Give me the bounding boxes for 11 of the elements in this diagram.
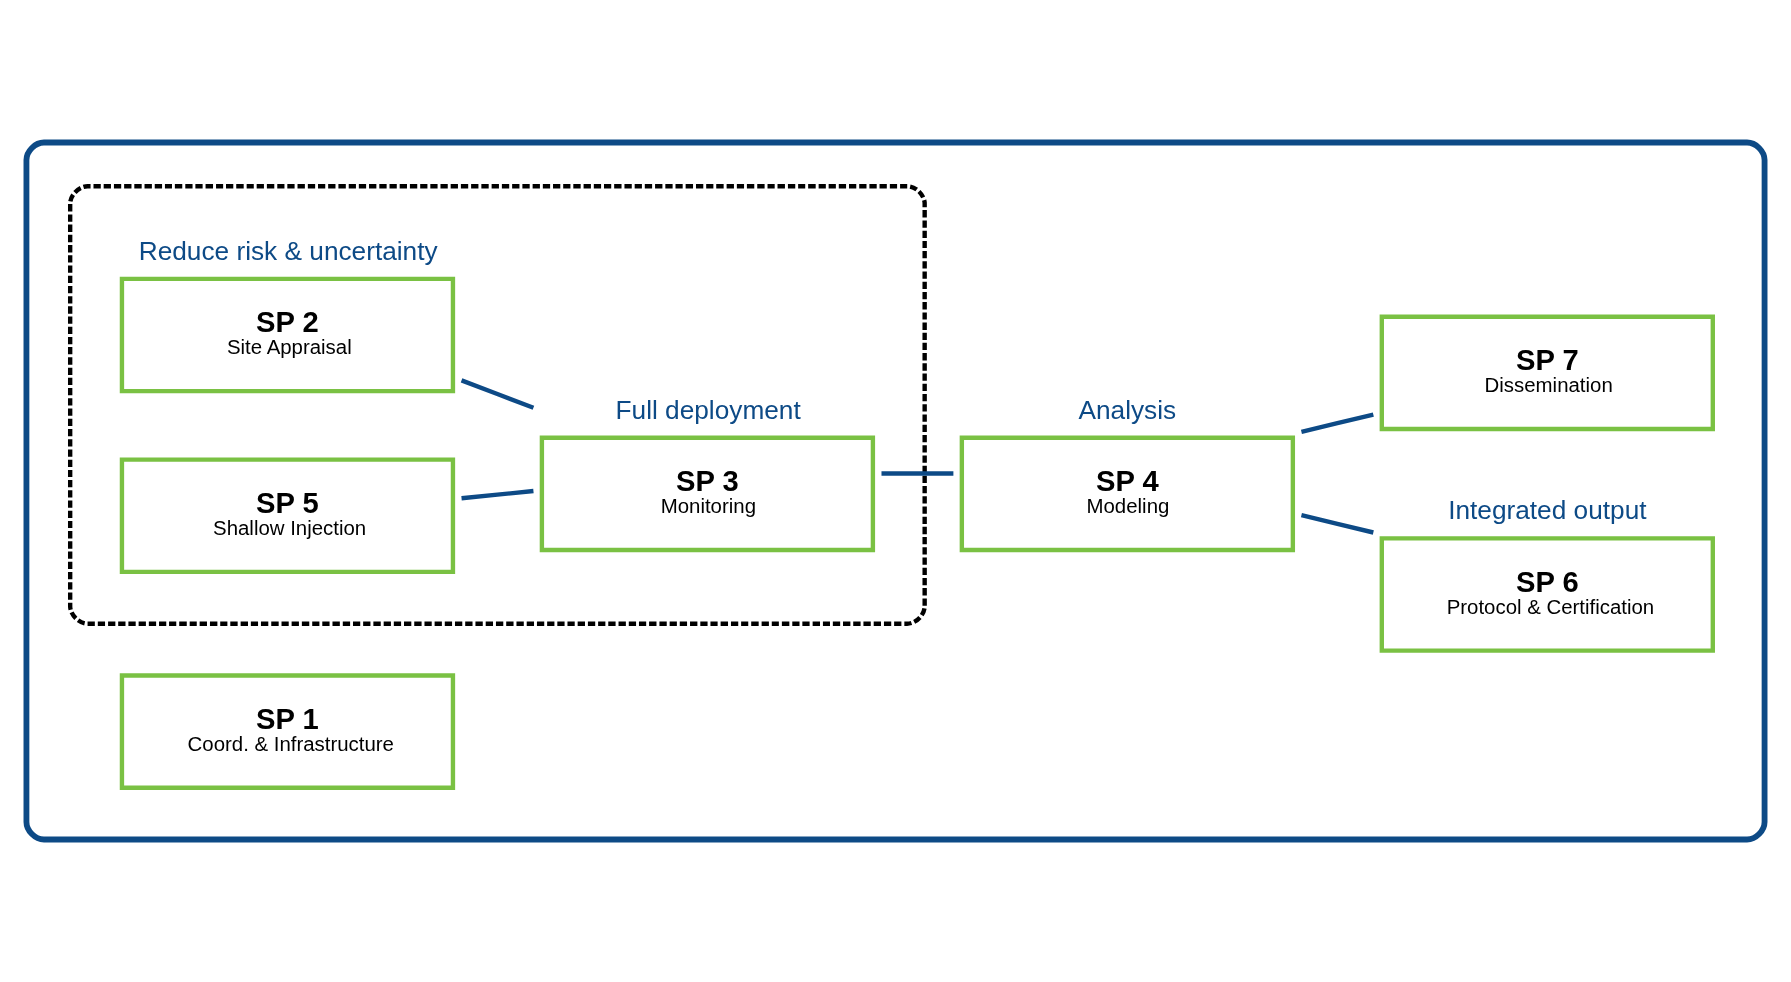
connector <box>881 471 954 476</box>
cluster <box>23 139 1768 843</box>
node-label: Analysis <box>1078 394 1177 425</box>
connector <box>460 378 535 410</box>
node-label: Reduce risk & uncertainty <box>138 235 438 266</box>
connector <box>1300 513 1374 535</box>
node-label: Integrated output <box>1448 495 1647 526</box>
connector <box>461 488 534 501</box>
cluster <box>68 184 927 626</box>
connector <box>1300 412 1374 434</box>
node-label: Full deployment <box>615 394 801 425</box>
